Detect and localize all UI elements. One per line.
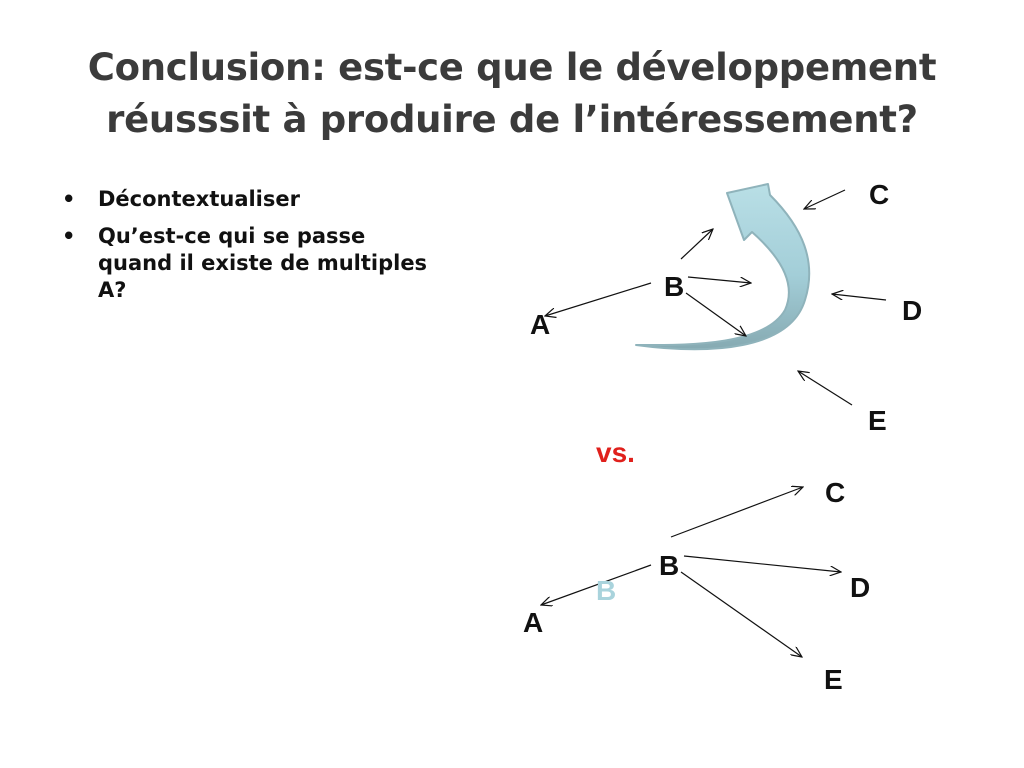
- bullet-marker: •: [62, 187, 76, 211]
- label-b-ghost-bottom: B: [596, 575, 616, 606]
- arrow-d-to-curve: [832, 294, 887, 301]
- arrow-b-to-curve: [680, 229, 713, 260]
- label-d-bottom: D: [850, 572, 870, 603]
- slide-title: Conclusion: est-ce que le développement …: [40, 42, 984, 146]
- arrow-b-to-e-bottom: [680, 571, 802, 657]
- label-c-bottom: C: [825, 477, 845, 508]
- label-d-top: D: [902, 295, 922, 326]
- arrow-b-to-d-bottom: [683, 555, 841, 572]
- label-a-top: A: [530, 309, 550, 340]
- arrow-b-to-a-bottom: [541, 564, 652, 605]
- label-e-bottom: E: [824, 664, 843, 695]
- versus-label: vs.: [596, 437, 635, 468]
- title-line-2: réusssit à produire de l’intéressement?: [106, 98, 918, 141]
- arrow-c-to-curve: [804, 189, 846, 209]
- label-b-bottom: B: [659, 550, 679, 581]
- arrow-b-to-c-bottom: [670, 487, 803, 538]
- arrow-e-to-curve: [798, 371, 853, 406]
- title-line-1: Conclusion: est-ce que le développement: [87, 46, 937, 89]
- arrow-b-to-right: [687, 276, 751, 283]
- bullet-text-line-2: quand il existe de multiples: [98, 251, 428, 275]
- label-a-bottom: A: [523, 607, 543, 638]
- label-e-top: E: [868, 405, 887, 436]
- bullet-text-line-3: A?: [98, 278, 127, 302]
- bullet-list: • Décontextualiser • Qu’est-ce qui se pa…: [62, 186, 482, 314]
- label-b-top: B: [664, 271, 684, 302]
- arrow-b-to-lower-right: [685, 292, 746, 336]
- bullet-text: Décontextualiser: [98, 187, 300, 211]
- curved-arrow-icon: [635, 183, 811, 351]
- bullet-text-line-1: Qu’est-ce qui se passe: [98, 224, 366, 248]
- bullet-item: • Qu’est-ce qui se passe quand il existe…: [62, 223, 482, 304]
- label-c-top: C: [869, 179, 889, 210]
- arrow-b-to-a-top: [545, 282, 652, 316]
- bullet-item: • Décontextualiser: [62, 186, 482, 213]
- bullet-marker: •: [62, 224, 76, 248]
